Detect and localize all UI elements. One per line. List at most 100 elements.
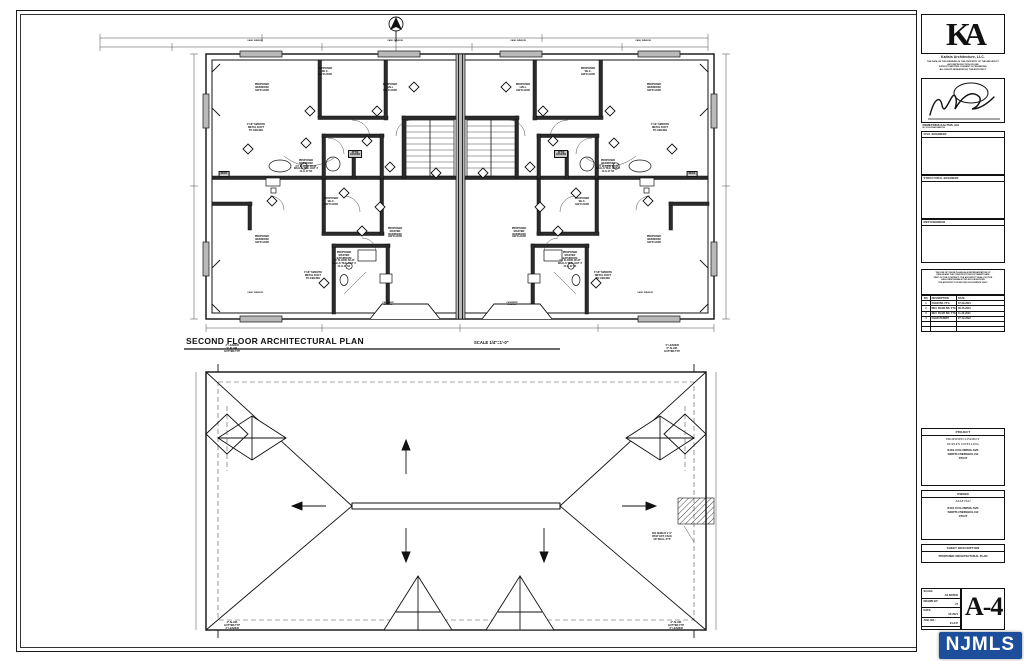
titleblock-field: DRAWN BY: JT — [922, 599, 960, 608]
window-label: CASE. WINDOW — [247, 40, 263, 42]
sheet-number: A-4 — [965, 592, 1003, 621]
roof-plan-geometry — [195, 364, 717, 638]
stair-right — [466, 119, 516, 177]
dimension-lines-bottom — [205, 324, 715, 332]
architect-seal-box — [921, 78, 1005, 123]
bay-windows-bottom — [369, 303, 553, 320]
room-label: 4"x8" SMOOTH METAL DUCT TO CEILING — [246, 123, 266, 132]
room-label: PROPOSED BEDROOM HW FLOOR — [646, 235, 662, 244]
project-box: PROJECT PROPOSED 2-FAMILY DUPLEX DWELLIN… — [921, 428, 1005, 486]
titleblock-field-value: JT — [954, 603, 958, 606]
roof-annotation: 4" ALUM. GUTTER-TYP 4" LEADER — [223, 621, 241, 630]
sheet-description-box: SHEET DESCRIPTION PROPOSED ARCHITECTURAL… — [921, 544, 1005, 563]
windows — [202, 50, 718, 323]
titleblock-field-label: DATE: — [923, 609, 932, 612]
plan-tag-label: ATTIC ACCESS — [554, 150, 568, 159]
project-header: PROJECT — [922, 429, 1004, 436]
callout-tags — [242, 81, 678, 289]
room-label: PROPOSED BEDROOM CT. FLOOR, 60 AT WALLS … — [595, 159, 621, 174]
window-label: CASE. WINDOW — [635, 40, 651, 42]
roof-annotation: 4" LEADER 5" ALUM. GUTTER-TYP — [223, 344, 241, 353]
general-note-text: THE USE OF THESE PLANS AS A REPRESENTATI… — [933, 272, 993, 284]
dimension-lines-sides — [190, 53, 730, 320]
sheet-description-value: PROPOSED ARCHITECTURAL PLAN — [938, 553, 988, 558]
room-label: 4"x8" SMOOTH METAL DUCT TO CEILING — [303, 271, 323, 280]
door-swings — [269, 119, 651, 253]
window-label: CASEMENT WINDOW — [506, 302, 518, 307]
civil-engineer-label: CIVIL ENGINEER — [922, 132, 1004, 138]
floor-plan-scale: SCALE 1/4"=1'-0" — [474, 340, 509, 345]
title-block: KA Kaltsis Architecture, LLC. THE DATA O… — [916, 10, 1008, 652]
copyright-disclaimer: THE DATA ON THIS DRAWING IS THE PROPERTY… — [926, 61, 1000, 72]
room-label: PROPOSED MASTER BEDROOM HW FLOOR — [511, 227, 527, 239]
titleblock-field-label: JOB. NO.: — [923, 618, 936, 622]
owner-address: 8401 COLUMBIA AVE NORTH BERGEN, NJ 07047 — [947, 505, 979, 518]
firm-logo: KA — [921, 14, 1005, 54]
titleblock-field-value: 21-047 — [949, 622, 958, 625]
titleblock-field-value: 05-2021 — [948, 612, 958, 616]
titleblock-field-label: DRAWN BY: — [923, 599, 939, 603]
revision-row-blank — [921, 326, 1005, 333]
slope-arrows — [290, 438, 658, 564]
structural-engineer-box: STRUCTURAL ENGINEER — [921, 175, 1005, 219]
left-unit-partitions — [211, 59, 457, 315]
leader-lines — [283, 155, 637, 295]
njmls-watermark: NJMLS — [938, 632, 1022, 659]
general-note-box: THE USE OF THESE PLANS AS A REPRESENTATI… — [921, 269, 1005, 295]
owner-name: ATAF HAJ — [955, 499, 971, 504]
drawing-area: PROPOSED BEDROOM HW FLOOR PROPOSED W.I.C.… — [22, 16, 912, 646]
party-wall — [455, 53, 466, 320]
signature-icon — [928, 82, 1000, 120]
room-label: 4"x8" SMOOTH METAL DUCT TO CEILING — [593, 271, 613, 280]
plan-tag-label: DECK — [218, 171, 230, 177]
window-label: CASE. WINDOW — [247, 292, 263, 294]
ice-shield-hatch — [677, 497, 715, 543]
room-label: PROPOSED MASTER BEDROOM HW FLOOR — [387, 227, 403, 239]
room-label: PROPOSED W.I.C. HW FLOOR — [317, 67, 333, 76]
room-label: PROPOSED W.I.C. HW FLOOR — [580, 67, 596, 76]
plan-tag-label: DECK — [686, 171, 698, 177]
titleblock-field: SCALE: AS NOTED — [922, 589, 960, 599]
bath-fixtures-right — [527, 156, 655, 286]
titleblock-field: DATE: 05-2021 — [922, 608, 960, 618]
roof-annotation: 4" LEADER 5" ALUM. GUTTER-TYP — [663, 344, 681, 353]
project-name: PROPOSED 2-FAMILY DUPLEX DWELLING — [946, 437, 980, 446]
room-label: PROPOSED W.I.C. HW FLOOR — [323, 197, 339, 206]
architect-license: NJ LIC#21AI01892700 — [922, 127, 946, 129]
room-label: PROPOSED BEDROOM HW FLOOR — [254, 83, 270, 92]
window-label: CASE. WINDOW — [637, 292, 653, 294]
balcony-bays — [211, 63, 709, 313]
room-label: PROPOSED HALL HW FLOOR — [515, 83, 531, 92]
room-label: PROPOSED MASTER BATHROOM CT. FLOOR, 60 A… — [557, 251, 583, 268]
firm-name: Kaltsis Architecture, LLC. — [941, 55, 985, 59]
room-label: PROPOSED MASTER BATHROOM CT. FLOOR, 60 A… — [331, 251, 357, 268]
titleblock-field-label: SCALE: — [923, 590, 934, 593]
room-label: PROPOSED BEDROOM HW FLOOR — [254, 235, 270, 244]
owner-header: OWNER — [922, 491, 1004, 498]
window-label: CASE. WINDOW — [510, 40, 526, 42]
floor-plan-title: SECOND FLOOR ARCHITECTURAL PLAN — [186, 336, 364, 346]
window-label: CASEMENT WINDOW — [382, 302, 394, 307]
room-label: PROPOSED BEDROOM HW FLOOR — [646, 83, 662, 92]
sheet-description-header: SHEET DESCRIPTION — [922, 545, 1004, 552]
window-label: CASE. WINDOW — [387, 40, 403, 42]
mep-engineer-box: MEP ENGINEER — [921, 219, 1005, 263]
sheet-number-box — [961, 588, 1005, 630]
titleblock-field-value: AS NOTED — [944, 593, 958, 597]
plan-tag-label: ATTIC ACCESS — [348, 150, 362, 159]
mep-engineer-label: MEP ENGINEER — [922, 220, 1004, 226]
room-label: 4"x8" SMOOTH METAL DUCT TO CEILING — [650, 123, 670, 132]
bath-fixtures-left — [265, 156, 393, 286]
plan-linework — [99, 16, 730, 638]
roof-annotation: 4" ALUM. GUTTER-TYP 4" LEADER — [667, 621, 685, 630]
room-label: PROPOSED BEDROOM CT. FLOOR, 60 AT WALLS … — [293, 159, 319, 174]
titleblock-field: JOB. NO.: 21-047 — [922, 618, 960, 627]
stair-left — [405, 119, 455, 177]
room-label: PROPOSED W.I.C. HW FLOOR — [574, 197, 590, 206]
owner-box: OWNER ATAF HAJ 8401 COLUMBIA AVE NORTH B… — [921, 490, 1005, 540]
structural-engineer-label: STRUCTURAL ENGINEER — [922, 176, 1004, 182]
roof-annotation: ICE SHIELD 1'-0" PAST EXT. FACE OF WALL-… — [651, 532, 673, 541]
architect-name: DEMETRIOS KALTSIS, AIA — [922, 123, 960, 127]
